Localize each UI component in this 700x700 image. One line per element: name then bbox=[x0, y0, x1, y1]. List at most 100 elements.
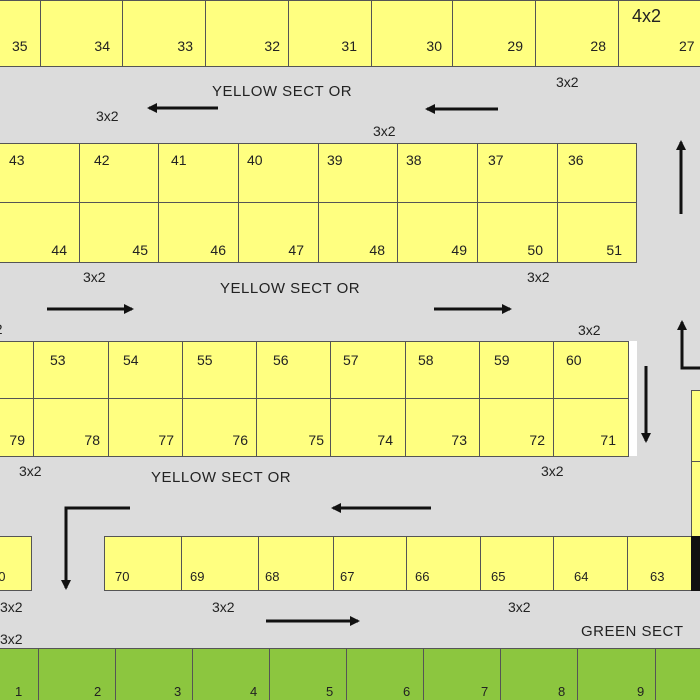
stall[interactable]: 29 bbox=[452, 0, 536, 67]
stall-number: 3 bbox=[174, 684, 182, 699]
stall[interactable]: 64 bbox=[553, 536, 628, 591]
stall[interactable]: 69 bbox=[181, 536, 259, 591]
stall-number: 40 bbox=[247, 152, 263, 168]
stall[interactable]: 68 bbox=[258, 536, 334, 591]
stall-number: 80 bbox=[0, 569, 6, 584]
stall-number: 73 bbox=[451, 432, 467, 448]
stall[interactable]: 76 bbox=[182, 398, 257, 457]
stall[interactable]: 41 bbox=[158, 143, 239, 203]
stall-number: 66 bbox=[415, 569, 430, 584]
stall[interactable]: 33 bbox=[122, 0, 206, 67]
stall-number: 44 bbox=[51, 242, 67, 258]
stall-size-label: 3x2 bbox=[0, 321, 3, 337]
green-stall[interactable]: 4 bbox=[192, 648, 270, 700]
stall-number: 37 bbox=[488, 152, 504, 168]
stall-number: 78 bbox=[84, 432, 100, 448]
stall[interactable]: 71 bbox=[553, 398, 629, 457]
black-marker bbox=[691, 536, 700, 591]
stall[interactable]: 80 bbox=[0, 536, 32, 591]
yellow-section-label: YELLOW SECT OR bbox=[151, 469, 292, 486]
stall[interactable]: 46 bbox=[158, 202, 239, 263]
stall-number: 56 bbox=[273, 352, 289, 368]
stall[interactable]: 75 bbox=[256, 398, 331, 457]
stall[interactable]: 66 bbox=[406, 536, 481, 591]
stall-size-label: 3x2 bbox=[96, 108, 119, 124]
stall[interactable]: 77 bbox=[108, 398, 183, 457]
stall[interactable]: 70 bbox=[104, 536, 182, 591]
stall[interactable]: 57 bbox=[330, 341, 406, 399]
stall[interactable]: 28 bbox=[535, 0, 619, 67]
stall-size-label: 3x2 bbox=[541, 463, 564, 479]
stall[interactable]: 60 bbox=[553, 341, 629, 399]
stall-number: 48 bbox=[369, 242, 385, 258]
green-stall[interactable]: 1 bbox=[0, 648, 39, 700]
green-stall[interactable]: 3 bbox=[115, 648, 193, 700]
stall[interactable]: 37 bbox=[477, 143, 558, 203]
stall[interactable]: 31 bbox=[288, 0, 372, 67]
stall[interactable]: 51 bbox=[557, 202, 637, 263]
stall[interactable] bbox=[0, 341, 34, 399]
green-stall[interactable]: 8 bbox=[500, 648, 578, 700]
stall-number: 36 bbox=[568, 152, 584, 168]
stall[interactable]: 34 bbox=[40, 0, 123, 67]
stall[interactable]: 30 bbox=[371, 0, 453, 67]
stall-size-label: 3x2 bbox=[0, 599, 23, 615]
stall[interactable]: 79 bbox=[0, 398, 34, 457]
stall[interactable]: 32 bbox=[205, 0, 289, 67]
stall-number: 49 bbox=[451, 242, 467, 258]
stall[interactable]: 42 bbox=[79, 143, 159, 203]
stall[interactable]: 44 bbox=[0, 202, 80, 263]
stall-size-label: 3x2 bbox=[527, 269, 550, 285]
stall-number: 30 bbox=[426, 38, 442, 54]
stall[interactable]: 49 bbox=[397, 202, 478, 263]
stall-number: 58 bbox=[418, 352, 434, 368]
stall[interactable]: 50 bbox=[477, 202, 558, 263]
stall[interactable]: 47 bbox=[238, 202, 319, 263]
stall-number: 69 bbox=[190, 569, 205, 584]
green-stall[interactable]: 2 bbox=[38, 648, 116, 700]
stall[interactable]: 65 bbox=[480, 536, 554, 591]
stall-number: 50 bbox=[527, 242, 543, 258]
stall-number: 63 bbox=[650, 569, 665, 584]
aisle-right bbox=[637, 67, 700, 542]
stall[interactable]: 55 bbox=[182, 341, 257, 399]
stall-number: 53 bbox=[50, 352, 66, 368]
stall[interactable]: 63 bbox=[627, 536, 693, 591]
stall-number: 29 bbox=[507, 38, 523, 54]
stall-number: 59 bbox=[494, 352, 510, 368]
stall-number: 8 bbox=[558, 684, 566, 699]
stall-size-label: 4x2 bbox=[632, 6, 662, 26]
stall[interactable]: 74 bbox=[330, 398, 406, 457]
stall[interactable]: 45 bbox=[79, 202, 159, 263]
stall[interactable]: 56 bbox=[256, 341, 331, 399]
green-section-label: GREEN SECT bbox=[581, 623, 684, 640]
stall[interactable]: 72 bbox=[479, 398, 554, 457]
stall-number: 6 bbox=[403, 684, 411, 699]
stall[interactable]: 73 bbox=[405, 398, 480, 457]
aisle-3 bbox=[0, 456, 700, 536]
stall-number: 77 bbox=[158, 432, 174, 448]
yellow-section-label: YELLOW SECT OR bbox=[212, 83, 353, 100]
stall[interactable]: 59 bbox=[479, 341, 554, 399]
stall-number: 7 bbox=[481, 684, 489, 699]
stall-number: 41 bbox=[171, 152, 187, 168]
green-stall[interactable]: 9 bbox=[577, 648, 656, 700]
stall-number: 43 bbox=[9, 152, 25, 168]
stall[interactable]: 36 bbox=[557, 143, 637, 203]
stall[interactable]: 78 bbox=[33, 398, 109, 457]
stall-number: 74 bbox=[377, 432, 393, 448]
green-stall[interactable] bbox=[655, 648, 700, 700]
stall-number: 57 bbox=[343, 352, 359, 368]
stall-number: 70 bbox=[115, 569, 130, 584]
stall[interactable]: 67 bbox=[333, 536, 407, 591]
stall-number: 64 bbox=[574, 569, 589, 584]
stall-number: 55 bbox=[197, 352, 213, 368]
stall[interactable]: 27 bbox=[618, 0, 700, 67]
stall-number: 1 bbox=[15, 684, 23, 699]
stall[interactable]: 38 bbox=[397, 143, 478, 203]
stall-number: 71 bbox=[600, 432, 616, 448]
stall-number: 65 bbox=[491, 569, 506, 584]
stall[interactable]: 40 bbox=[238, 143, 319, 203]
stall[interactable]: 53 bbox=[33, 341, 109, 399]
